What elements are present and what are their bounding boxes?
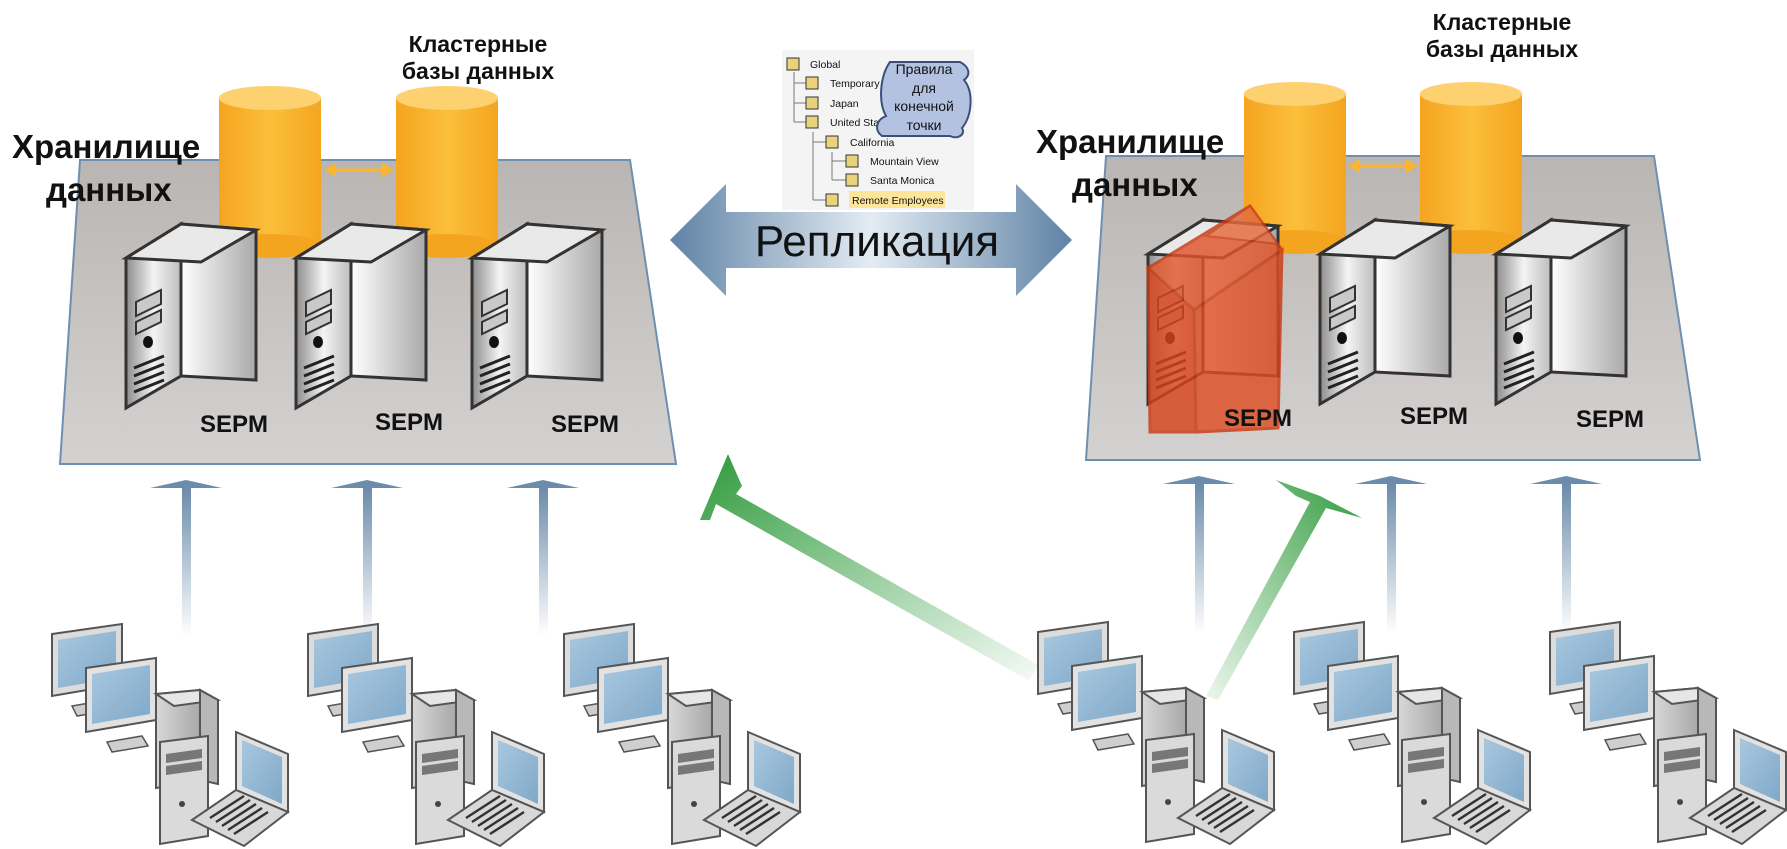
tree-item-global[interactable]: Global	[810, 59, 840, 71]
replication-arrow: Репликация	[670, 184, 1072, 296]
left-db-label-line1: Кластерные	[409, 31, 548, 57]
tree-folder-icon	[786, 57, 800, 71]
right-db-label-line2: базы данных	[1426, 36, 1579, 62]
policy-label-line1: Правила	[896, 61, 953, 77]
right-site: Кластерные базы данных Хранилище данных …	[1036, 9, 1702, 461]
right-server-1-label: SEPM	[1224, 405, 1292, 432]
left-server-3-label: SEPM	[551, 411, 619, 438]
left-db-sync-arrow	[324, 163, 394, 177]
uplink-arrow	[1163, 476, 1235, 634]
tree-folder-icon	[825, 193, 839, 207]
left-server-1-label: SEPM	[200, 411, 268, 438]
left-storage-label-line1: Хранилище	[12, 128, 200, 165]
left-server-2-label: SEPM	[375, 409, 443, 436]
tree-folder-icon	[825, 135, 839, 149]
right-storage-label-line2: данных	[1072, 166, 1198, 203]
tree-folder-icon	[805, 115, 819, 129]
left-db-label-line2: базы данных	[402, 58, 555, 84]
right-server-2-label: SEPM	[1400, 403, 1468, 430]
client-group-left-1	[50, 622, 290, 848]
tree-folder-icon	[805, 76, 819, 90]
failover-link-to-right-site	[1206, 480, 1362, 700]
policy-label-line2: для	[912, 80, 936, 96]
tree-item-temporary[interactable]: Temporary	[830, 78, 880, 90]
right-database-2	[1420, 82, 1522, 254]
replication-label: Репликация	[755, 217, 999, 266]
failover-links	[700, 454, 1362, 700]
tree-folder-icon	[805, 96, 819, 110]
tree-item-california[interactable]: California	[850, 137, 895, 149]
right-storage-label-line1: Хранилище	[1036, 123, 1224, 160]
failover-link-to-left-site	[700, 454, 1040, 680]
policy-label-line4: точки	[907, 117, 942, 133]
left-storage-label-line2: данных	[46, 171, 172, 208]
failed-server-overlay	[1145, 204, 1285, 434]
uplink-arrow	[1355, 476, 1427, 634]
client-group-left-3	[562, 622, 802, 848]
client-group-left-2	[306, 622, 546, 848]
tree-item-mountain-view[interactable]: Mountain View	[870, 156, 939, 168]
tree-folder-icon	[845, 154, 859, 168]
client-group-right-3	[1548, 620, 1787, 846]
tree-folder-icon	[845, 173, 859, 187]
tree-item-santa-monica[interactable]: Santa Monica	[870, 175, 934, 187]
uplink-arrows	[150, 476, 1602, 636]
policy-scroll-icon: Правила для конечной точки	[876, 61, 972, 139]
policy-label-line3: конечной	[894, 98, 954, 114]
uplink-arrow	[150, 480, 222, 636]
right-db-label-line1: Кластерные	[1433, 9, 1572, 35]
right-db-sync-arrow	[1348, 159, 1418, 173]
client-group-right-2	[1292, 620, 1532, 846]
right-server-3-label: SEPM	[1576, 406, 1644, 433]
left-site: Кластерные базы данных Хранилище данных …	[12, 31, 678, 465]
uplink-arrow	[1530, 476, 1602, 634]
uplink-arrow	[331, 480, 403, 636]
tree-item-japan[interactable]: Japan	[830, 98, 859, 110]
tree-item-remote-employees[interactable]: Remote Employees	[852, 195, 944, 207]
uplink-arrow	[507, 480, 579, 636]
